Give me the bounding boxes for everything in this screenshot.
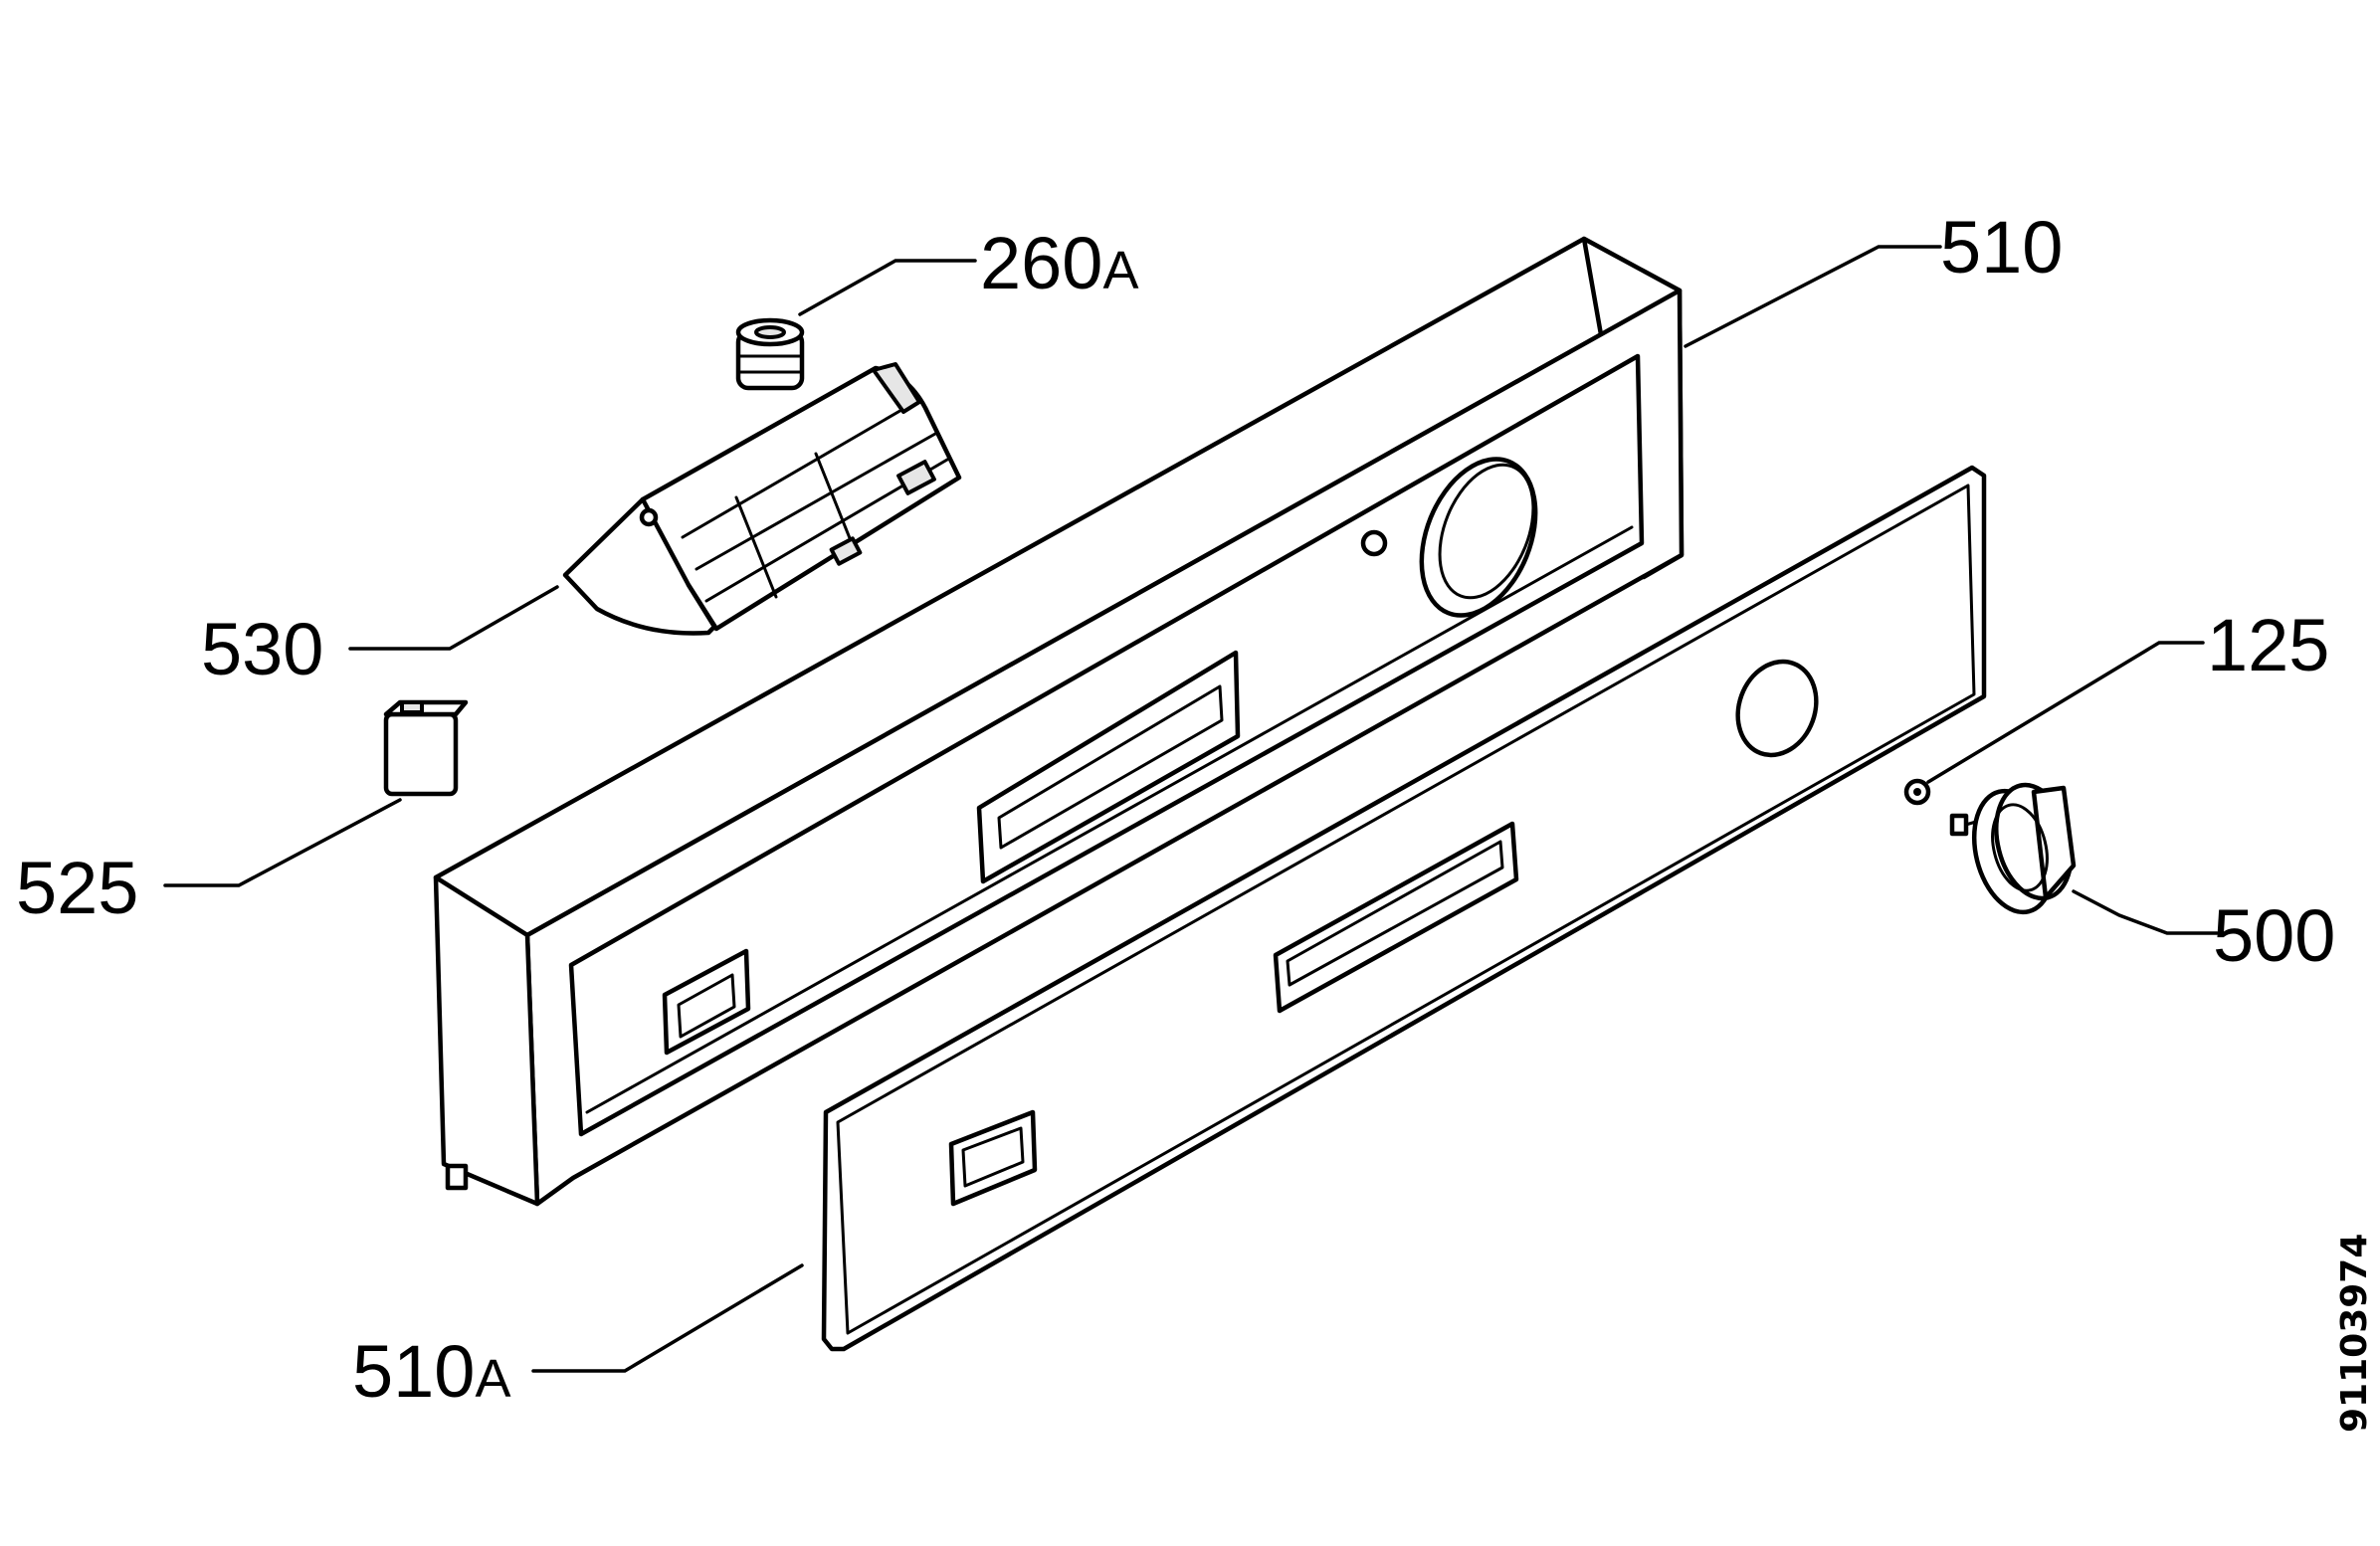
leader-510 (1684, 245, 1942, 348)
label-530: 530 (201, 608, 323, 690)
screw-part (1903, 778, 1931, 806)
callout-labels: 260A 510 530 125 525 500 510A (16, 206, 2335, 1413)
label-260a: 260A (980, 222, 1139, 304)
leader-530 (348, 585, 559, 651)
figure-code: 91103974 (2334, 1234, 2375, 1433)
leader-525 (163, 798, 402, 887)
leader-260a (798, 259, 977, 316)
label-510: 510 (1940, 206, 2063, 289)
front-fascia-panel (821, 465, 1987, 1352)
leader-lines (163, 245, 2219, 1373)
leader-125 (1926, 641, 2205, 784)
knob-part (1949, 782, 2077, 915)
label-525: 525 (16, 847, 138, 929)
switch-bracket (562, 362, 962, 636)
grommet-part (735, 317, 805, 391)
leader-500 (2072, 889, 2219, 935)
button-cap-part (383, 699, 469, 797)
label-125: 125 (2207, 604, 2329, 686)
leader-510a (531, 1263, 804, 1373)
control-panel-housing (433, 236, 1685, 1207)
label-500: 500 (2213, 894, 2335, 977)
label-510a: 510A (352, 1330, 511, 1413)
